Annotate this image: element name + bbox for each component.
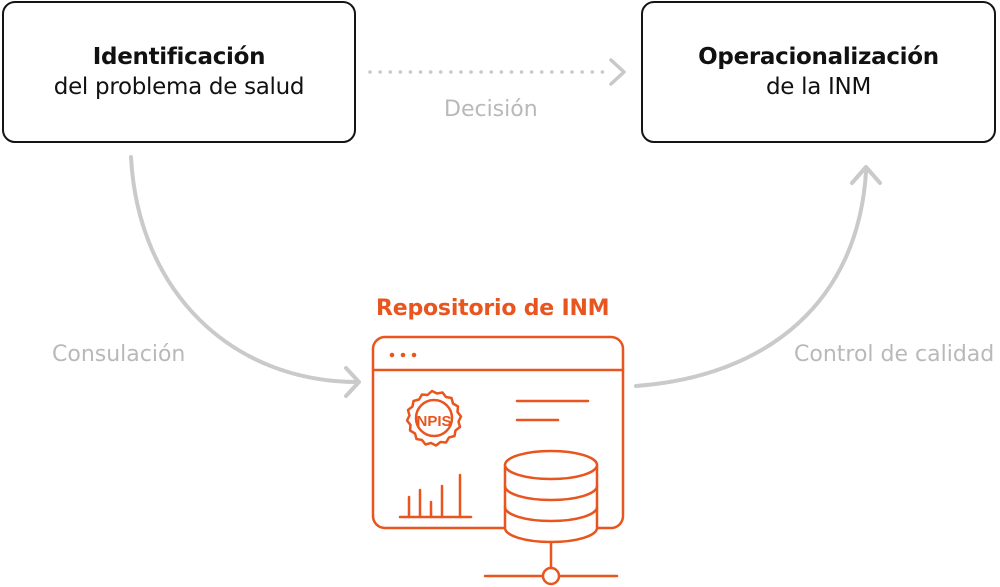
identification-title: Identificación: [92, 44, 266, 70]
repository-title: Repositorio de INM: [376, 296, 610, 321]
window-dots-icon: [389, 352, 417, 358]
npis-seal-icon: NPIS: [405, 389, 463, 447]
decision-label: Decisión: [444, 97, 538, 122]
quality-control-label: Control de calidad: [794, 342, 995, 367]
quality-control-arrow-curve: [634, 170, 868, 388]
repository-window-frame: [371, 335, 625, 530]
quality-control-arrow-head: [850, 165, 882, 185]
identification-box: Identificación del problema de salud: [2, 1, 356, 143]
repository-window-icon: NPIS: [371, 335, 625, 586]
identification-subtitle: del problema de salud: [53, 74, 305, 100]
operationalization-title: Operacionalización: [698, 44, 939, 70]
consultation-arrow-curve: [129, 155, 360, 384]
operationalization-subtitle: de la INM: [766, 74, 871, 100]
consultation-arrow-head: [344, 366, 361, 398]
database-icon: [483, 449, 619, 586]
npis-seal-text: NPIS: [416, 413, 451, 430]
bar-chart-icon: [398, 473, 473, 519]
decision-arrow-head: [609, 58, 626, 86]
consultation-label: Consulación: [52, 342, 186, 367]
operationalization-box: Operacionalización de la INM: [641, 1, 996, 143]
